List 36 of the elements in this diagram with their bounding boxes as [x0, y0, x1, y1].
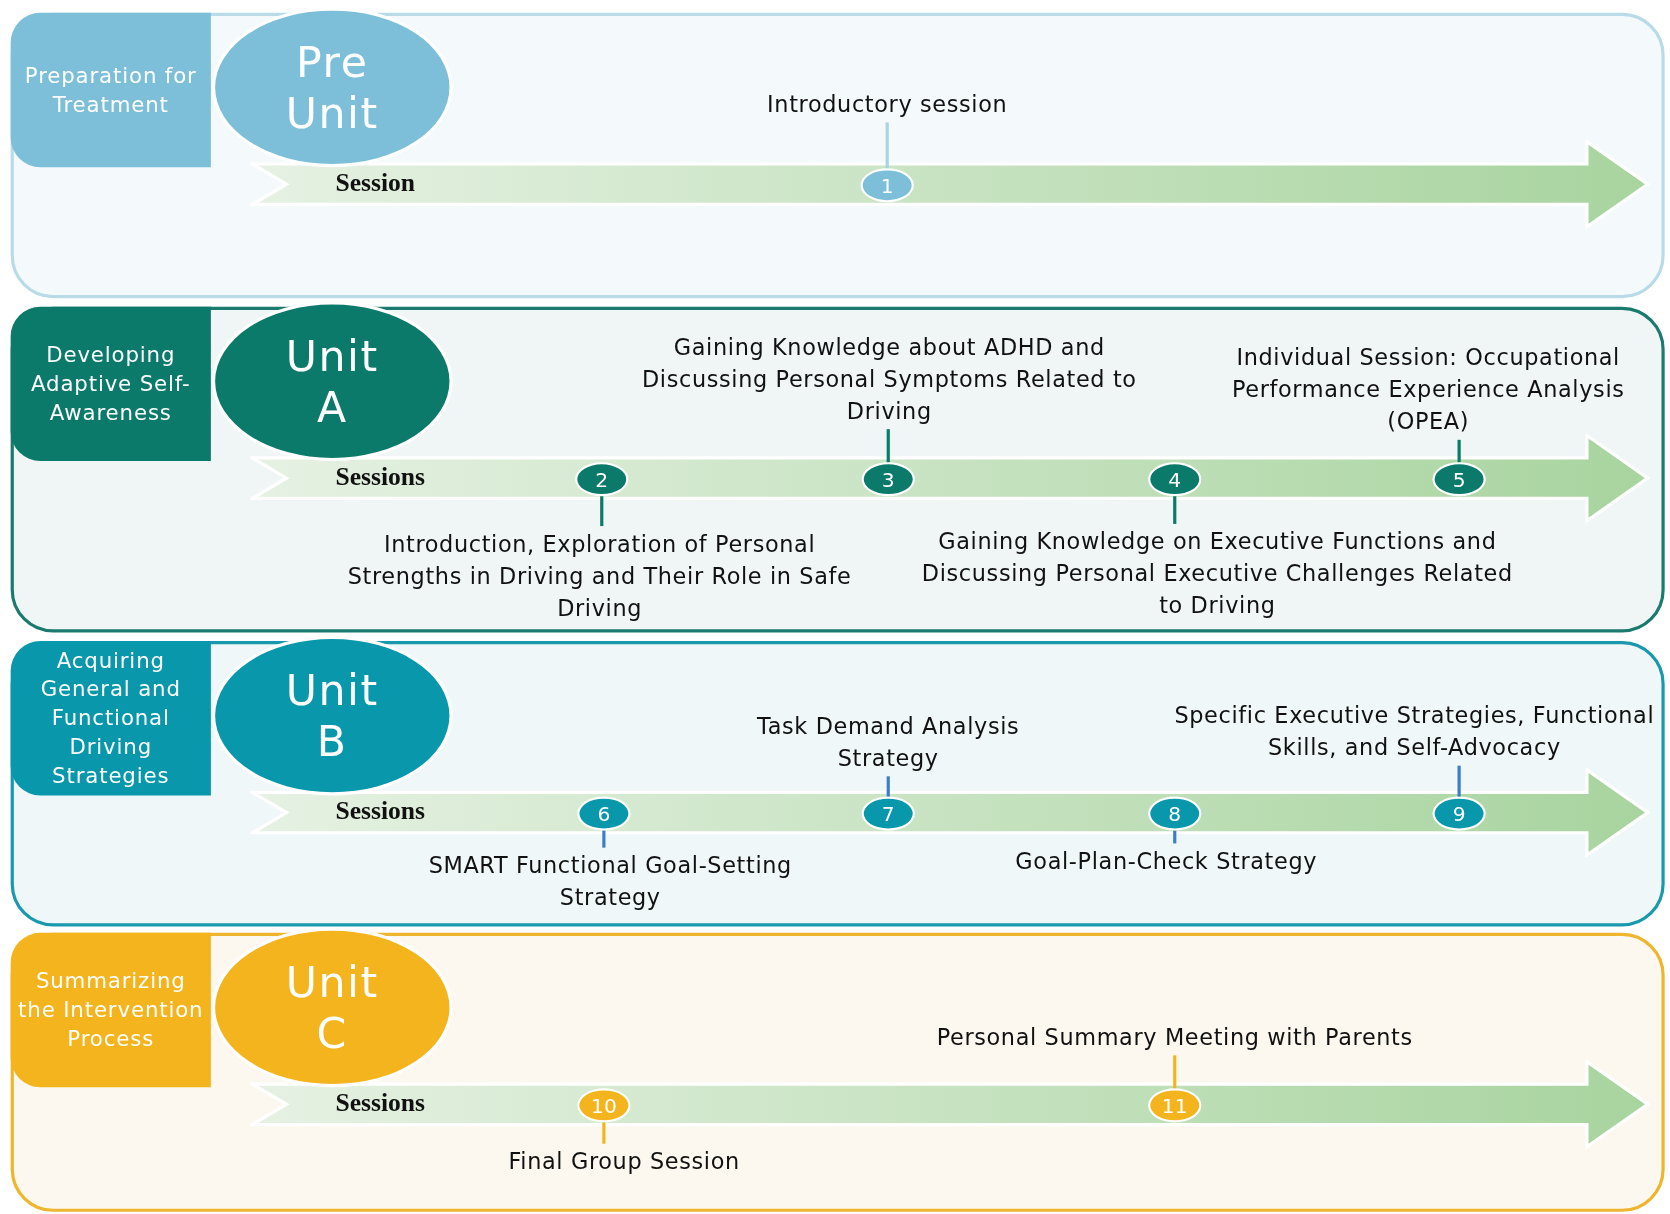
timeline-arrow [250, 1059, 1651, 1150]
unit-circle: Unit C [211, 927, 453, 1088]
leader-line [602, 1122, 606, 1144]
leader-line [600, 496, 604, 527]
unit-tab: Acquiring General and Functional Driving Strategies [10, 641, 211, 796]
session-description: Gaining Knowledge on Executive Functions and Discussing Personal Executive Challenges Related to Driving [913, 526, 1521, 622]
timeline-arrow [250, 139, 1651, 229]
arrow-label: Sessions [335, 796, 425, 826]
session-description: Specific Executive Strategies, Functional Skills, and Self-Advocacy [1158, 699, 1670, 764]
session-description: Final Group Session [453, 1145, 795, 1178]
leader-line [1173, 1055, 1177, 1089]
unit-tab: Preparation for Treatment [10, 12, 211, 168]
session-description: Personal Summary Meeting with Parents [855, 1021, 1495, 1054]
leader-line [885, 122, 889, 169]
leader-line [886, 776, 890, 797]
session-description: Task Demand Analysis Strategy [712, 710, 1064, 775]
leader-line [1457, 765, 1461, 797]
unit-circle: Pre Unit [211, 7, 453, 168]
session-description: Gaining Knowledge about ADHD and Discussing Personal Symptoms Related to Driving [633, 331, 1145, 428]
leader-line [886, 429, 890, 463]
session-description: SMART Functional Goal-Setting Strategy [413, 849, 808, 914]
session-description: Introduction, Exploration of Personal Strengths in Driving and Their Role in Safe Driving [344, 528, 856, 625]
leader-line [1173, 830, 1177, 844]
leader-line [602, 830, 606, 848]
session-description: Introductory session [674, 88, 1101, 121]
arrow-label: Session [335, 168, 416, 197]
arrow-label: Sessions [335, 462, 425, 491]
session-description: Individual Session: Occupational Performance Experience Analysis (OPEA) [1188, 341, 1668, 438]
unit-circle: Unit A [211, 301, 453, 462]
session-description: Goal-Plan-Check Strategy [953, 845, 1380, 878]
unit-tab: Developing Adaptive Self-Awareness [10, 306, 211, 462]
arrow-label: Sessions [335, 1088, 425, 1118]
unit-tab: Summarizing the Intervention Process [10, 932, 211, 1088]
leader-line [1173, 496, 1177, 524]
leader-line [1457, 439, 1461, 463]
timeline-arrow [250, 433, 1651, 523]
